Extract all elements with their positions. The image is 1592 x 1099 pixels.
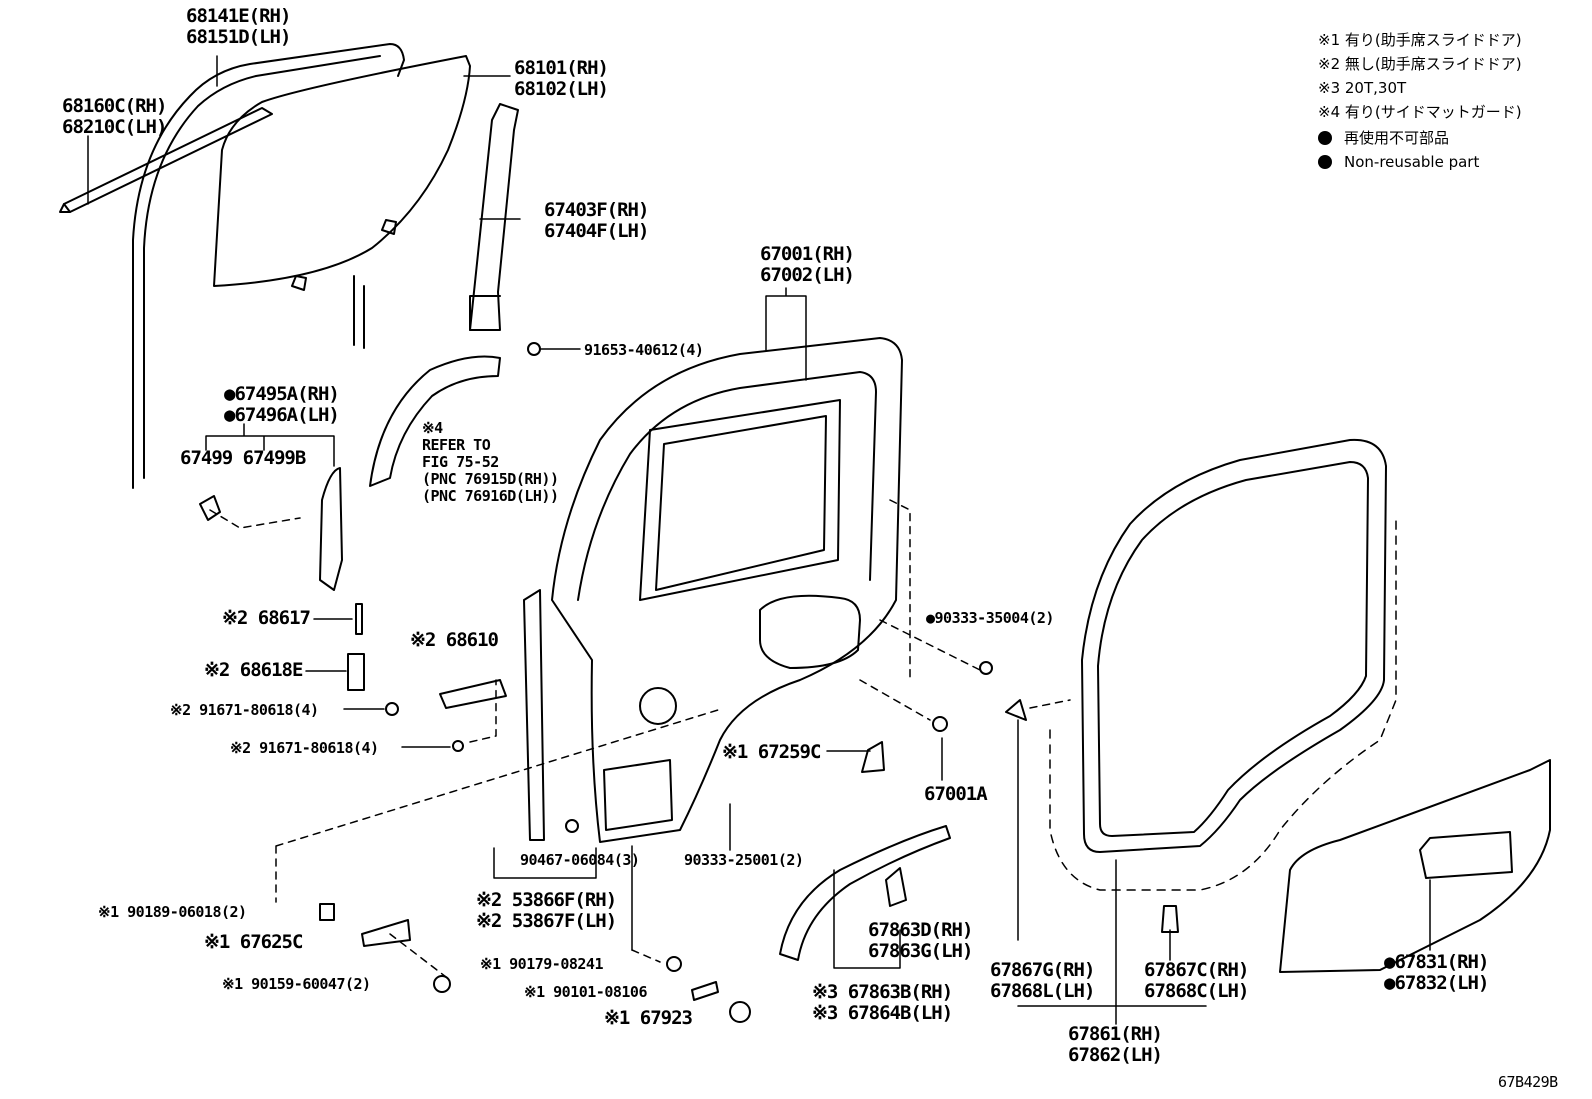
part-label: ※1 67923 bbox=[604, 1007, 693, 1029]
part-label: ※2 68617 bbox=[222, 607, 311, 629]
part-label: ※1 90179-08241 bbox=[480, 955, 603, 973]
part-label: ※1 90159-60047(2) bbox=[222, 975, 371, 993]
part-label: 67867G(RH) 67868L(LH) bbox=[990, 959, 1095, 1002]
legend-note-3: ※3 20T,30T bbox=[1318, 79, 1407, 97]
fasteners bbox=[199, 342, 1179, 1023]
part-label: 91653-40612(4) bbox=[584, 341, 704, 359]
part-label: ※4 REFER TO FIG 75-52 (PNC 76915D(RH)) (… bbox=[422, 419, 559, 505]
part-label: 67001(RH) 67002(LH) bbox=[760, 243, 855, 286]
rear-channel bbox=[469, 103, 519, 331]
part-label: ※1 67625C bbox=[204, 931, 303, 953]
door-glass bbox=[213, 55, 471, 291]
part-label: ※2 68618E bbox=[204, 659, 303, 681]
run-channel bbox=[132, 43, 405, 489]
part-label: 90467-06084(3) bbox=[520, 851, 640, 869]
part-label: ※1 90101-08106 bbox=[524, 983, 647, 1001]
nonreusable-dot-icon bbox=[1318, 131, 1332, 145]
belt-moulding bbox=[59, 107, 273, 213]
part-label: ●90333-35004(2) bbox=[926, 609, 1054, 627]
part-label: 67867C(RH) 67868C(LH) bbox=[1144, 959, 1249, 1002]
figure-id: 67B429B bbox=[1498, 1073, 1558, 1091]
part-label: ※2 53866F(RH) ※2 53867F(LH) bbox=[476, 889, 617, 932]
part-label: 68160C(RH) 68210C(LH) bbox=[62, 95, 167, 138]
part-label: ※3 67863B(RH) ※3 67864B(LH) bbox=[812, 981, 953, 1024]
part-label: ※2 68610 bbox=[410, 629, 499, 651]
part-label: ●67495A(RH) ●67496A(LH) bbox=[224, 383, 340, 426]
part-label: 90333-25001(2) bbox=[684, 851, 804, 869]
part-label: 67403F(RH) 67404F(LH) bbox=[544, 199, 649, 242]
inner-handle-bezel bbox=[319, 467, 343, 591]
part-label: 67863D(RH) 67863G(LH) bbox=[868, 919, 973, 962]
part-label: ※1 67259C bbox=[722, 741, 821, 763]
scuff-plate bbox=[779, 825, 951, 961]
part-label: 67001A bbox=[924, 783, 988, 805]
part-label: 68141E(RH) 68151D(LH) bbox=[186, 5, 291, 48]
legend-nonreusable-ja: 再使用不可部品 bbox=[1344, 129, 1450, 147]
part-label: ※1 90189-06018(2) bbox=[98, 903, 247, 921]
leader-lines bbox=[87, 55, 1431, 1025]
legend-note-2: ※2 無し(助手席スライドドア) bbox=[1318, 55, 1522, 73]
side-mat-guard bbox=[369, 355, 501, 487]
door-weatherstrip bbox=[1081, 438, 1387, 853]
legend-nonreusable-en: Non-reusable part bbox=[1344, 153, 1480, 171]
legend-note-1: ※1 有り(助手席スライドドア) bbox=[1318, 31, 1522, 49]
part-label: ※2 91671-80618(4) bbox=[170, 701, 319, 719]
part-label: 68101(RH) 68102(LH) bbox=[514, 57, 609, 100]
part-label: 67861(RH) 67862(LH) bbox=[1068, 1023, 1163, 1066]
part-label: ●67831(RH) ●67832(LH) bbox=[1384, 951, 1489, 994]
door-trim-board bbox=[1279, 759, 1551, 973]
part-label: 67499 67499B bbox=[180, 447, 306, 469]
nonreusable-dot-icon bbox=[1318, 155, 1332, 169]
legend-note-4: ※4 有り(サイドマットガード) bbox=[1318, 103, 1522, 121]
part-label: ※2 91671-80618(4) bbox=[230, 739, 379, 757]
door-panel bbox=[551, 337, 903, 843]
door-outline-reference bbox=[1049, 519, 1397, 891]
